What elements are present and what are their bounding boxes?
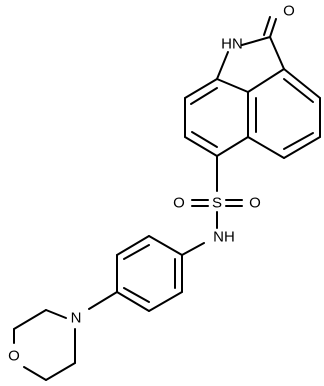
carbonyl-double-bond bbox=[263, 16, 277, 38]
bond-carbonyl-c2a bbox=[269, 36, 285, 70]
atom-nh-ring: HN bbox=[221, 36, 243, 53]
atom-o-carbonyl: O bbox=[283, 3, 295, 20]
naphthalene-right-ring bbox=[247, 68, 321, 159]
bond-mo-5 bbox=[13, 309, 47, 330]
lactam-ring bbox=[216, 36, 285, 93]
bond-c6-c5a bbox=[216, 136, 249, 157]
bond-c8a-nh bbox=[216, 51, 229, 80]
atom-o-left: O bbox=[173, 195, 185, 212]
sulfonyl-group bbox=[191, 155, 243, 229]
bond-c2a-c3 bbox=[283, 68, 321, 99]
bond-c4-c5 bbox=[283, 136, 321, 159]
bond-ph-5 bbox=[148, 291, 183, 312]
bond-c7-c6 bbox=[184, 136, 218, 157]
bond-co-2 bbox=[263, 16, 271, 36]
bond-c5-c5a bbox=[247, 136, 285, 159]
bond-ph-inner-1 bbox=[123, 244, 150, 260]
atom-o-morpholine: O bbox=[8, 348, 20, 365]
bond-c2a-c3-inner bbox=[283, 78, 314, 103]
morpholine-ring bbox=[13, 309, 76, 381]
bond-mo-2 bbox=[45, 362, 76, 381]
bond-c2a-c8b bbox=[247, 68, 285, 93]
bond-ph-2 bbox=[116, 235, 150, 256]
bond-ph-4 bbox=[116, 291, 150, 312]
atom-o-right: O bbox=[249, 195, 261, 212]
bond-c4-c5-inner bbox=[283, 132, 314, 150]
bond-mo-3 bbox=[23, 366, 47, 381]
bond-c8b-c8a bbox=[216, 78, 249, 93]
bond-c8a-c8 bbox=[184, 78, 218, 99]
bond-co-1 bbox=[269, 18, 277, 38]
bond-c7-c6-inner bbox=[191, 131, 218, 148]
bond-nh-phenyl bbox=[181, 242, 205, 256]
bond-ph-inner-2 bbox=[123, 287, 150, 303]
atom-nh-amide: NH bbox=[213, 229, 235, 246]
atom-s: S bbox=[212, 195, 222, 212]
naphthalene-left-ring bbox=[184, 78, 249, 157]
phenyl-ring bbox=[116, 235, 183, 312]
bond-c8-c8a-inner bbox=[190, 87, 218, 105]
bond-phenyl-n bbox=[88, 291, 118, 310]
bond-mo-6 bbox=[45, 309, 67, 319]
bond-nh-carbonyl bbox=[241, 36, 271, 46]
atom-n-morpholine: N bbox=[71, 310, 82, 327]
bond-ph-1 bbox=[148, 235, 183, 256]
